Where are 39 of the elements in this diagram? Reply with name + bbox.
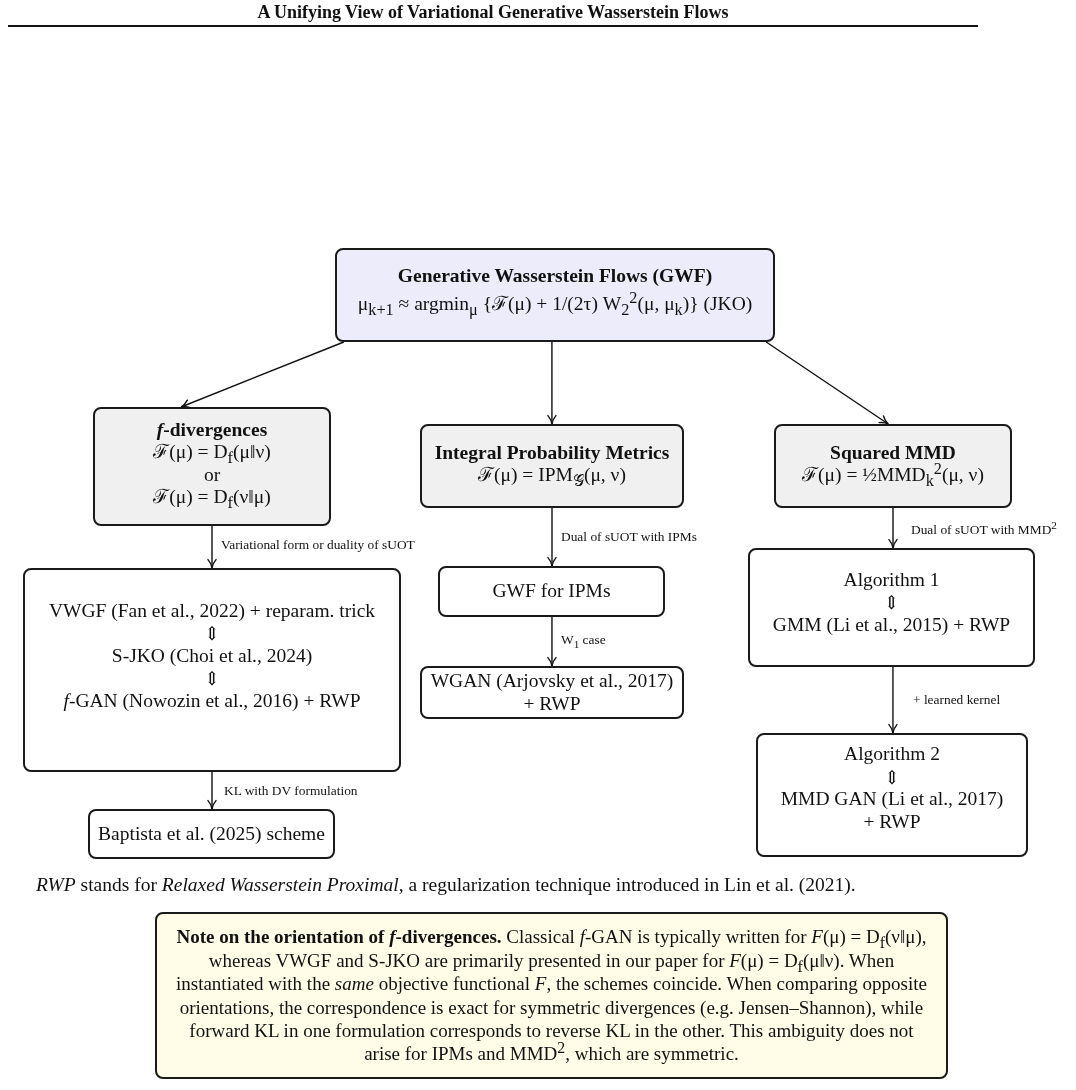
- equivalence-symbol: ⇕: [204, 622, 220, 645]
- box-heading: Integral Probability Metrics: [434, 441, 670, 465]
- process-box: [748, 548, 1035, 667]
- box-text: ℱ(μ) = D$_{f}$(μ‖ν): [153, 441, 271, 464]
- equivalence-symbol: ⇕: [204, 667, 220, 690]
- box-text: Algorithm 1: [843, 568, 940, 592]
- box-heading: Squared MMD: [830, 441, 956, 464]
- process-box: [756, 733, 1028, 857]
- box-text: ℱ(μ) = ½MMD$_{k}$$^{2}$(μ, ν): [802, 464, 984, 487]
- box-text: ℱ(μ) = IPM$_{𝒢}$(μ, ν): [478, 464, 626, 487]
- process-box: [88, 809, 335, 859]
- box-text: GWF for IPMs: [492, 580, 611, 603]
- process-box: [23, 568, 401, 772]
- edge-label: Variational form or duality of sUOT: [220, 537, 416, 553]
- box-text: GMM (Li et al., 2015) + RWP: [772, 613, 1011, 637]
- box-text: Baptista et al. (2025) scheme: [98, 822, 325, 846]
- process-box: [774, 424, 1012, 508]
- box-heading: Generative Wasserstein Flows (GWF): [397, 263, 713, 287]
- box-text: or: [203, 463, 221, 487]
- equivalence-symbol: ⇕: [883, 591, 900, 614]
- note-box: [155, 912, 948, 1079]
- process-box: [335, 248, 775, 342]
- box-text: S-JKO (Choi et al., 2024): [111, 644, 313, 668]
- process-box: [93, 407, 331, 526]
- box-text: VWGF (Fan et al., 2022) + reparam. trick: [48, 599, 376, 623]
- process-box: [438, 566, 665, 617]
- box-text: MMD GAN (Li et al., 2017) + RWP: [779, 788, 1005, 833]
- box-text: WGAN (Arjovsky et al., 2017) + RWP: [429, 670, 675, 715]
- box-text: μ$_{k+1}$ ≈ argmin$_{μ}$ {ℱ(μ) + 1/(2τ) W$_{2}$$^{2}$(μ, μ$_{k}$)} (JKO): [357, 287, 753, 321]
- caption-text: RWP stands for Relaxed Wasserstein Proximal, a regularization technique introduced in Lin et al. (2021).: [36, 874, 856, 896]
- process-box: [420, 424, 684, 508]
- box-text: f-GAN (Nowozin et al., 2016) + RWP: [63, 689, 361, 713]
- box-text: Algorithm 2: [844, 743, 940, 766]
- box-heading: f-divergences: [156, 418, 268, 442]
- process-box: [420, 666, 684, 719]
- note-text: Note on the orientation of f-divergences. Classical f-GAN is typically written for F(μ) = D$_{f}$(ν‖μ), whereas VWGF and S-JKO are primarily presented in our paper for F(μ) = D$_{f}$(μ‖ν). When instantiated with the same objective functional F, the schemes coincide. When comparing opposite orientations, the correspondence is exact for symmetric divergences (e.g. Jensen–Shannon), while forward KL in one formulation corresponds to reverse KL in the other. This ambiguity does not arise for IPMs and MMD$^{2}$, which are symmetric.: [175, 925, 928, 1066]
- box-text: ℱ(μ) = D$_{f}$(ν‖μ): [153, 486, 271, 509]
- equivalence-symbol: ⇕: [884, 765, 900, 788]
- page-title: A Unifying View of Variational Generative Wasserstein Flows: [257, 2, 729, 23]
